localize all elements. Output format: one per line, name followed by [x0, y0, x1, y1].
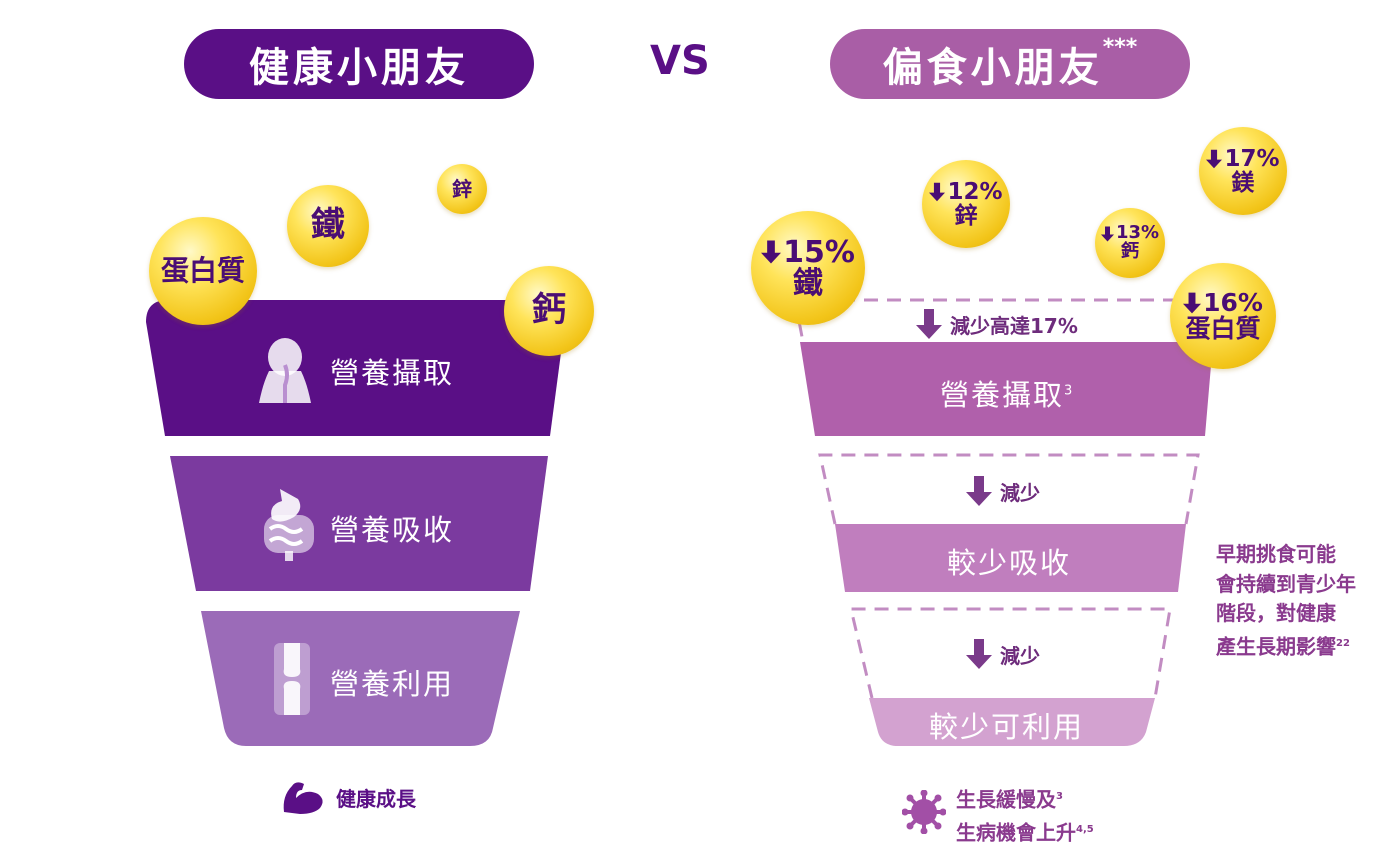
picky-tier2-dashed-outline: [818, 453, 1200, 525]
down-arrow-icon: [966, 639, 992, 669]
iron-ball: 鐵: [287, 185, 369, 267]
down-arrow-icon: [761, 240, 782, 264]
zinc-deficit-ball: 12% 鋅: [922, 160, 1010, 248]
down-arrow-icon: [966, 476, 992, 506]
virus-icon: [902, 790, 946, 834]
healthy-tier2-label: 營養吸收: [330, 513, 455, 547]
down-arrow-icon: [916, 309, 942, 339]
stomach-intestine-icon: [264, 489, 314, 561]
knee-joint-icon: [274, 643, 310, 715]
healthy-tier1-label: 營養攝取: [330, 356, 455, 390]
down-arrow-icon: [1183, 292, 1202, 314]
picky-tier2-label: 較少吸收: [947, 546, 1072, 580]
vs-label: VS: [650, 38, 710, 84]
zinc-ball: 鋅: [437, 164, 487, 214]
down-arrow-icon: [1100, 226, 1114, 242]
down-arrow-icon: [1206, 149, 1223, 169]
picky-tier3-label: 較少可利用: [929, 710, 1085, 744]
calcium-ball: 鈣: [504, 266, 594, 356]
picky-intake-drop: 減少高達17%: [916, 309, 1078, 339]
healthy-tier2-shape: [170, 456, 548, 591]
healthy-tier1-shape: [146, 300, 568, 436]
picky-absorption-drop: 減少: [966, 476, 1040, 506]
protein-ball: 蛋白質: [149, 217, 257, 325]
flexed-arm-icon: [283, 782, 323, 814]
down-arrow-icon: [929, 182, 946, 202]
head-digestive-icon: [259, 338, 311, 403]
picky-kid-title: 偏食小朋友***: [830, 29, 1190, 99]
iron-deficit-ball: 15% 鐵: [751, 211, 865, 325]
calcium-deficit-ball: 13% 鈣: [1095, 208, 1165, 278]
healthy-tier3-label: 營養利用: [330, 667, 455, 701]
picky-tier3-shape: [869, 698, 1155, 746]
healthy-tier3-shape: [201, 611, 520, 746]
picky-tier1-label: 營養攝取3: [940, 378, 1073, 412]
protein-deficit-ball: 16% 蛋白質: [1170, 263, 1276, 369]
healthy-outcome: 健康成長: [280, 778, 416, 816]
picky-utilization-drop: 減少: [966, 639, 1040, 669]
long-term-effect-note: 早期挑食可能 會持續到青少年 階段，對健康 產生長期影響22: [1216, 542, 1356, 659]
picky-tier1-shape: [800, 342, 1213, 436]
magnesium-deficit-ball: 17% 鎂: [1199, 127, 1287, 215]
picky-outcome: 生長緩慢及3 生病機會上升4,5: [956, 787, 1094, 845]
healthy-kid-title: 健康小朋友: [184, 29, 534, 99]
picky-tier2-shape: [835, 524, 1186, 592]
